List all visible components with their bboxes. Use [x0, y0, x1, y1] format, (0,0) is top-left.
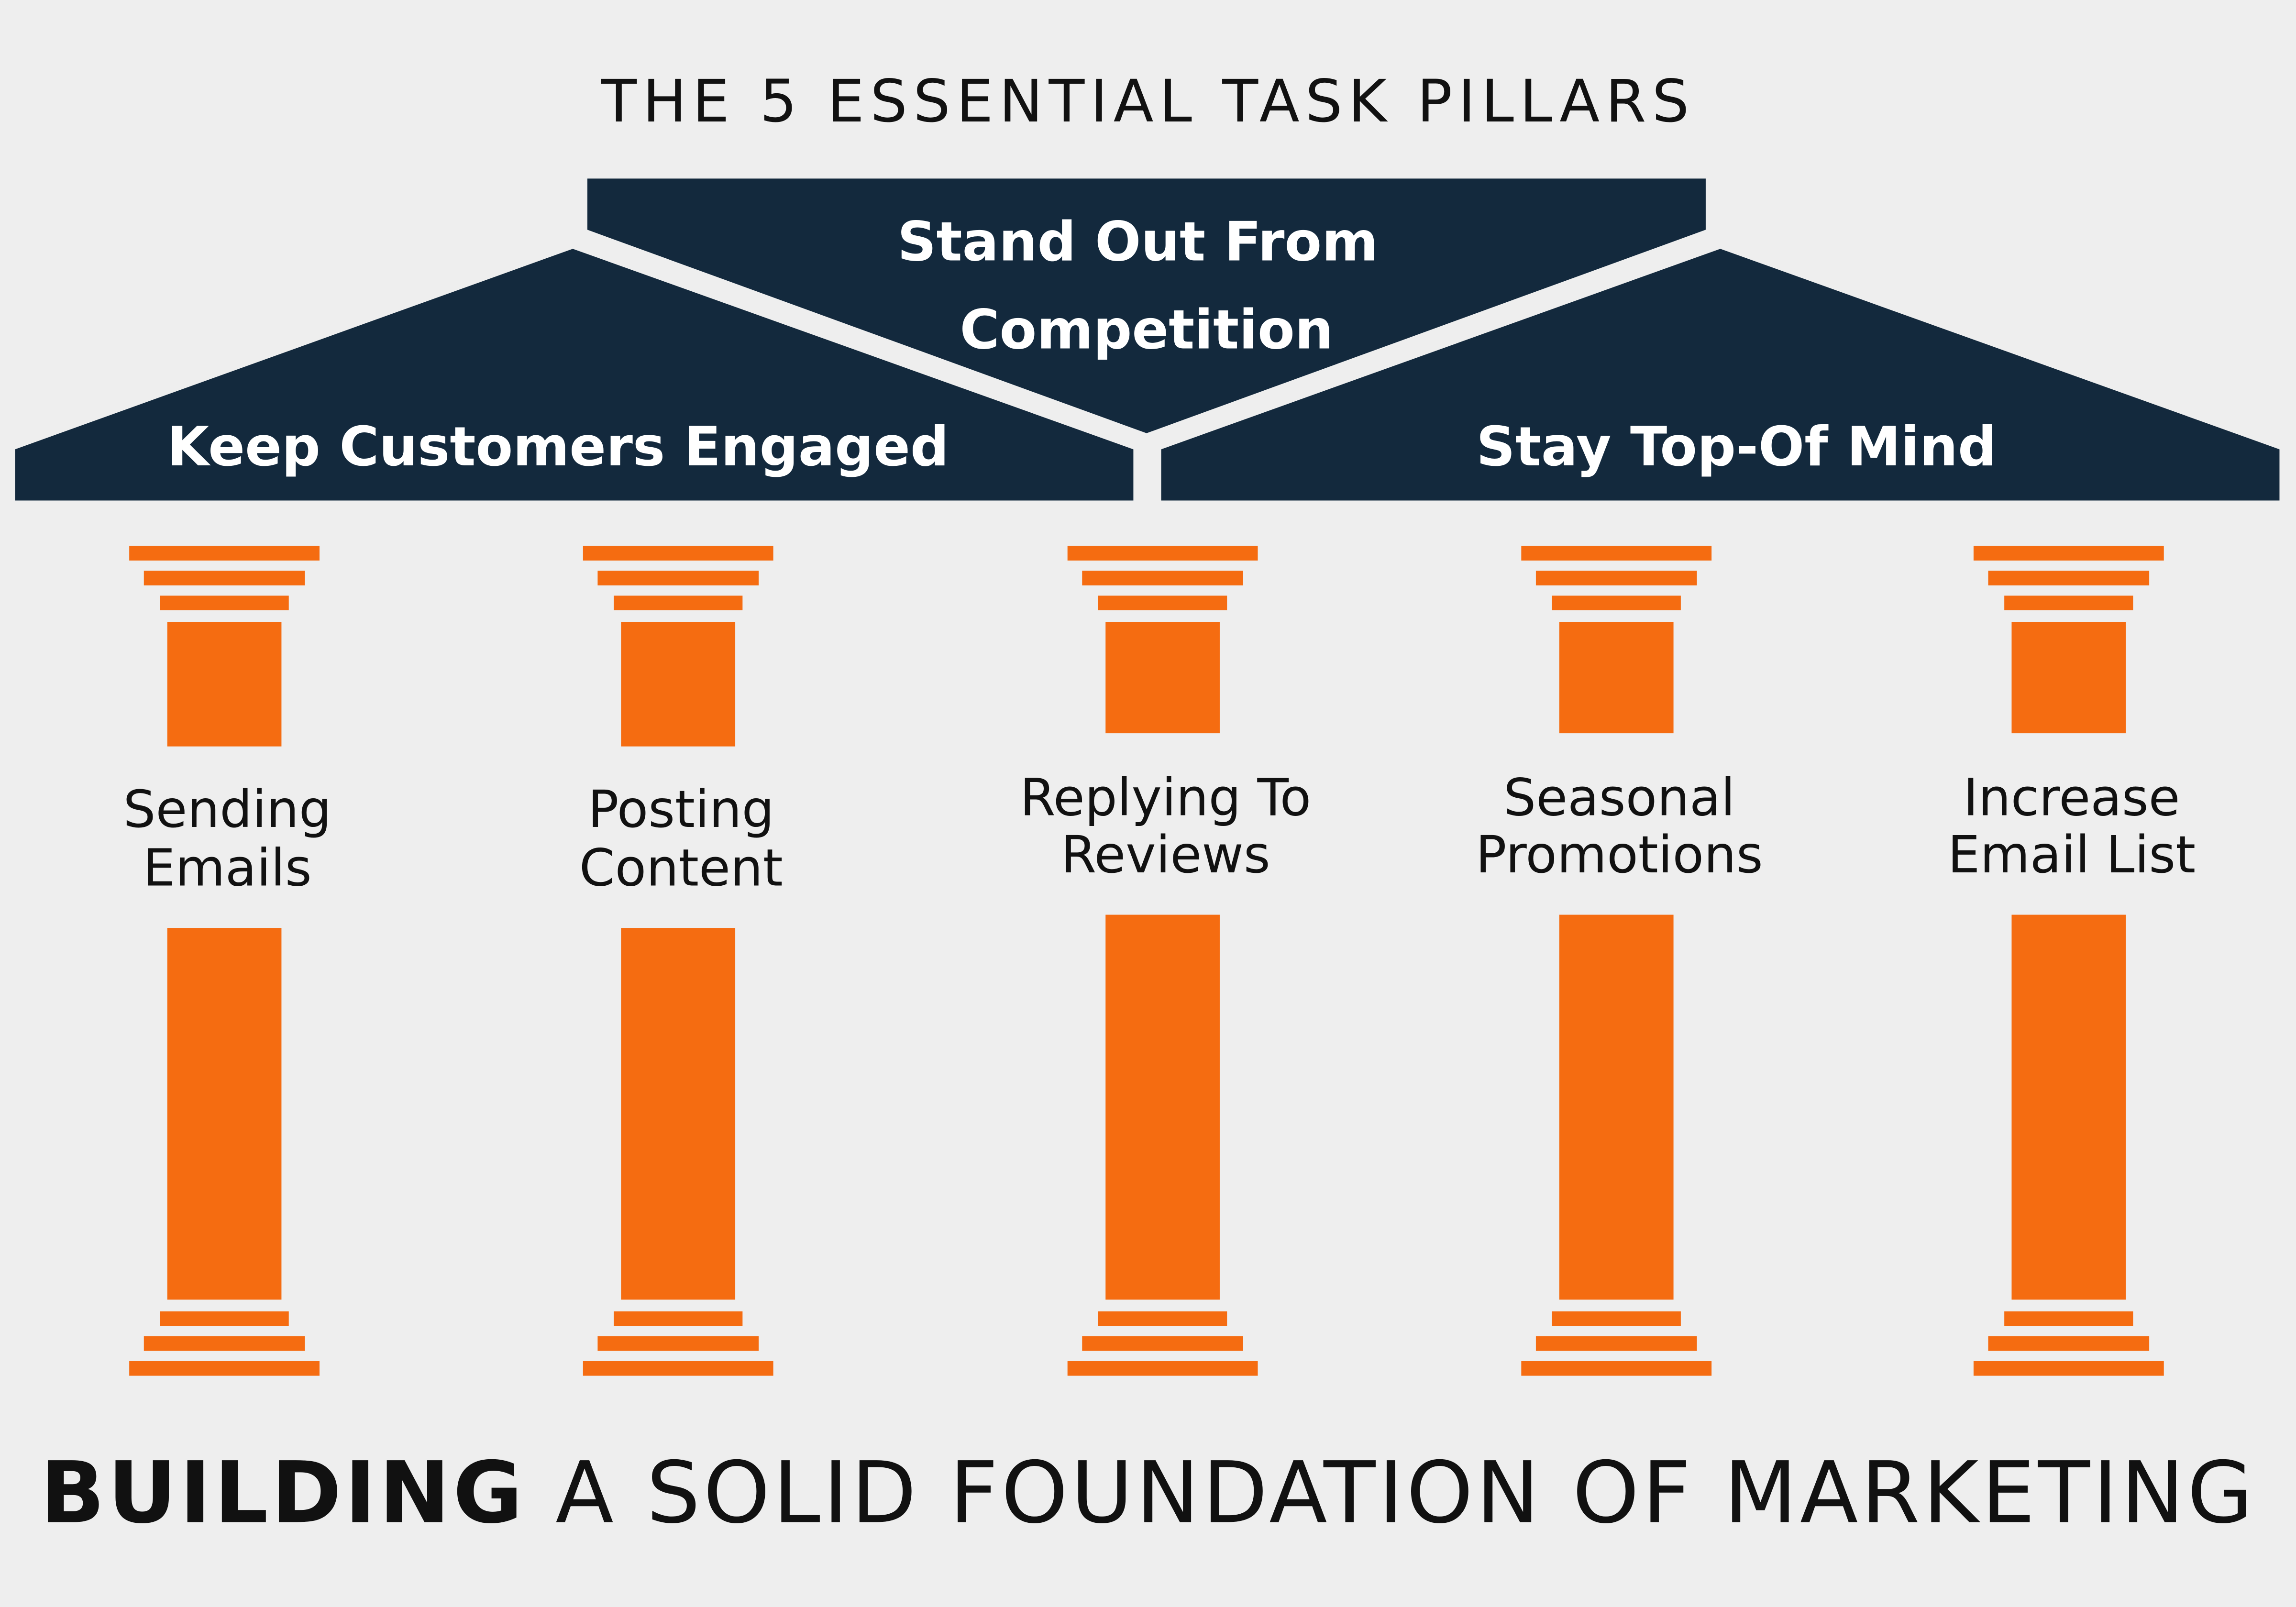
- pillar-base-middle: [1082, 1336, 1243, 1351]
- pillar-capital-middle: [1988, 571, 2150, 586]
- pillar-label-line1: Sending: [123, 780, 331, 839]
- pillar-label-line1: Increase: [1963, 768, 2180, 827]
- pillar-capital-top: [1973, 546, 2164, 561]
- pillar-label-line2: Content: [579, 838, 783, 898]
- pillar-base-middle: [1988, 1336, 2150, 1351]
- pillar-base-middle: [597, 1336, 759, 1351]
- roof-center-line2: Competition: [960, 298, 1333, 361]
- pillar-shaft: [1559, 914, 1674, 1300]
- pillar-label-line2: Reviews: [1061, 826, 1270, 885]
- roof-center-line1: Stand Out From: [897, 210, 1378, 274]
- pillar-capital-top: [1521, 546, 1712, 561]
- pillar-neck: [167, 622, 282, 747]
- roof-center-shape: [587, 178, 1706, 433]
- pillar-base-bottom: [1521, 1361, 1712, 1376]
- pillar-neck: [621, 622, 736, 747]
- pillar-base-top: [1098, 1311, 1227, 1326]
- diagram-title: THE 5 ESSENTIAL TASK PILLARS: [600, 67, 1695, 135]
- pillar-capital-middle: [1535, 571, 1697, 586]
- roof-right-shape: [1161, 249, 2280, 501]
- pillar-capital-middle: [1082, 571, 1243, 586]
- pillar-capital-middle: [144, 571, 305, 586]
- pillar-neck: [1559, 622, 1674, 734]
- pillar-neck: [1105, 622, 1220, 734]
- pillar-capital-bottom: [160, 595, 289, 611]
- pillar-label-line2: Promotions: [1476, 826, 1763, 885]
- pillar-capital-top: [583, 546, 773, 561]
- pillar-capital-bottom: [2004, 595, 2133, 611]
- pillar-base-middle: [144, 1336, 305, 1351]
- footer-rest: A SOLID FOUNDATION OF MARKETING: [526, 1443, 2256, 1542]
- pillar-base-top: [1552, 1311, 1681, 1326]
- pillar-base-bottom: [1067, 1361, 1258, 1376]
- pillar-base-middle: [1535, 1336, 1697, 1351]
- pillar-capital-middle: [597, 571, 759, 586]
- roof-left-shape: [15, 249, 1134, 501]
- roof-right-label: Stay Top-Of Mind: [1476, 415, 1997, 478]
- roof-center: Stand Out From Competition: [587, 178, 1706, 433]
- pillar-label-line1: Posting: [588, 780, 774, 839]
- pillar-base-bottom: [1973, 1361, 2164, 1376]
- pillar-label-line1: Replying To: [1020, 768, 1311, 827]
- footer-tagline: BUILDING A SOLID FOUNDATION OF MARKETING: [40, 1443, 2256, 1542]
- pillar-shaft: [2011, 914, 2126, 1300]
- pillar-base-bottom: [129, 1361, 320, 1376]
- pillar-shaft: [1105, 914, 1220, 1300]
- pillar-capital-top: [1067, 546, 1258, 561]
- roof-left: Keep Customers Engaged: [15, 249, 1134, 501]
- pillar-capital-bottom: [1552, 595, 1681, 611]
- pillar-base-top: [160, 1311, 289, 1326]
- pillar-shaft: [167, 928, 282, 1300]
- pillar-label-line1: Seasonal: [1503, 768, 1735, 827]
- pillar-capital-bottom: [1098, 595, 1227, 611]
- pillar-label-line2: Emails: [143, 838, 312, 898]
- roof-left-label: Keep Customers Engaged: [167, 415, 949, 478]
- pillar-capital-bottom: [614, 595, 743, 611]
- pillar-base-top: [614, 1311, 743, 1326]
- pillar-capital-top: [129, 546, 320, 561]
- roof-right: Stay Top-Of Mind: [1161, 249, 2280, 501]
- pillar-neck: [2011, 622, 2126, 734]
- pillar-base-bottom: [583, 1361, 773, 1376]
- pillar-base-top: [2004, 1311, 2133, 1326]
- pillar-label-line2: Email List: [1948, 826, 2196, 885]
- footer-bold: BUILDING: [40, 1443, 526, 1542]
- pillar-shaft: [621, 928, 736, 1300]
